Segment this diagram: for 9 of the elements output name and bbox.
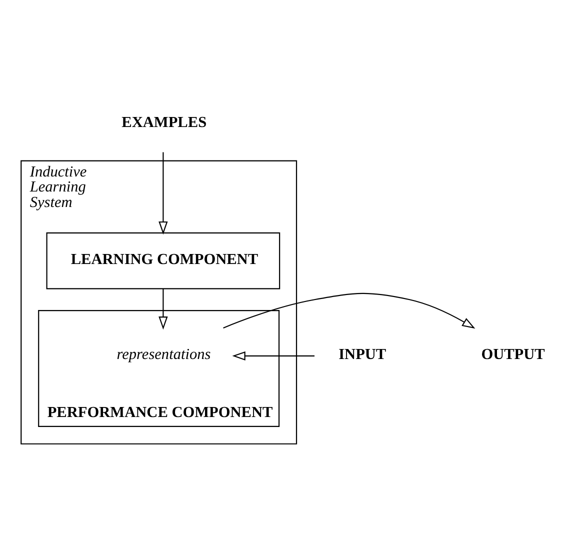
node-text: representations bbox=[116, 345, 211, 362]
node-text: OUTPUT bbox=[481, 345, 545, 362]
arrow bbox=[158, 152, 168, 234]
arrow bbox=[223, 292, 476, 328]
node-text: INPUT bbox=[338, 345, 386, 362]
node-text: EXAMPLES bbox=[122, 114, 207, 131]
arrow bbox=[232, 350, 314, 360]
arrow bbox=[158, 288, 168, 330]
node-box: LEARNING COMPONENT bbox=[46, 232, 280, 289]
